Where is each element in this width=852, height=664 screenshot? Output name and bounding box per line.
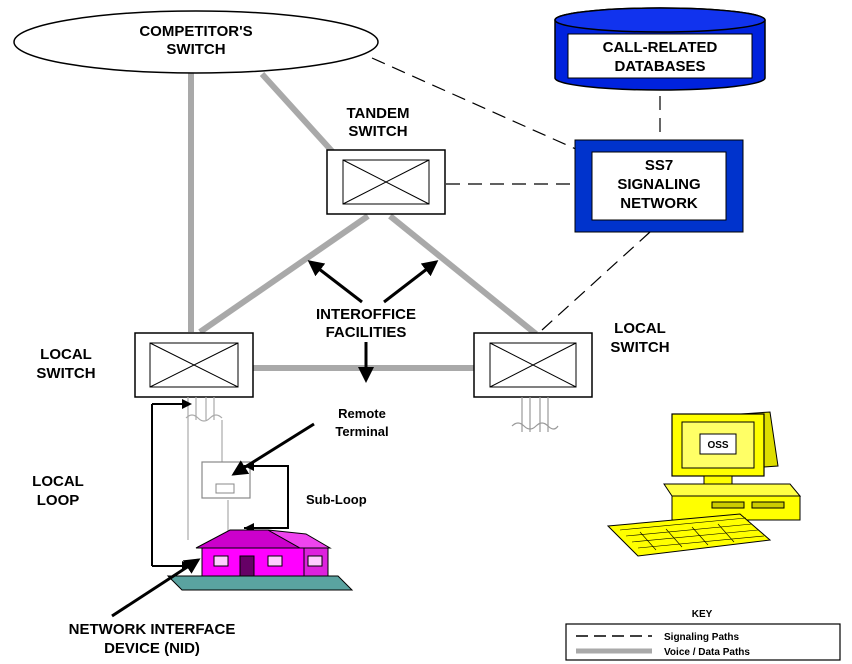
interoffice-facilities: INTEROFFICE FACILITIES — [307, 260, 439, 383]
sub-loop: Sub-Loop — [244, 461, 367, 533]
oss-drive-1 — [711, 501, 745, 509]
path-competitor-to-tandem — [259, 71, 343, 163]
remote-terminal-label-2: Terminal — [335, 424, 388, 439]
local-loop-label-2: LOOP — [37, 492, 80, 509]
local-switch-right-label-2: SWITCH — [610, 339, 669, 356]
legend-signaling-label: Signaling Paths — [664, 632, 739, 643]
signal-competitor-to-ss7 — [371, 57, 579, 151]
arrow-left-up — [307, 260, 363, 304]
competitor-switch: COMPETITOR'S SWITCH — [13, 10, 379, 74]
oss-computer: OSS — [606, 411, 802, 557]
path-tandem-to-local-left — [198, 213, 370, 335]
oss-drive-2 — [751, 501, 785, 509]
local-loop-label-1: LOCAL — [32, 473, 84, 490]
database-label-1: CALL-RELATED — [603, 39, 718, 56]
nid-label-1: NETWORK INTERFACE — [69, 621, 236, 638]
interoffice-label-2: FACILITIES — [326, 324, 407, 341]
oss-screen-label-box — [699, 433, 737, 455]
house — [166, 529, 354, 591]
interoffice-label-1: INTEROFFICE — [316, 306, 416, 323]
house-door — [239, 555, 255, 577]
sub-loop-bracket — [244, 465, 289, 529]
oss-label: OSS — [707, 440, 728, 451]
nid: NETWORK INTERFACE DEVICE (NID) — [69, 558, 236, 657]
local-switch-left: LOCAL SWITCH — [36, 332, 254, 398]
tandem-switch-label-1: TANDEM — [346, 105, 409, 122]
database-top — [554, 7, 766, 33]
local-loop: LOCAL LOOP — [32, 399, 192, 571]
tandem-switch: TANDEM SWITCH — [326, 105, 446, 215]
path-tandem-to-local-right — [388, 213, 538, 337]
ss7-label-1: SS7 — [645, 157, 673, 174]
tandem-switch-label-2: SWITCH — [348, 123, 407, 140]
ss7-inner — [591, 151, 727, 221]
house-window-3 — [307, 555, 323, 567]
legend-box — [565, 623, 841, 661]
competitor-switch-label-2: SWITCH — [166, 41, 225, 58]
legend: KEY Signaling Paths Voice / Data Paths — [565, 609, 841, 661]
tandem-switch-x2 — [342, 159, 430, 205]
local-switch-left-label-2: SWITCH — [36, 365, 95, 382]
database-label-panel — [567, 33, 753, 79]
house-window-1 — [213, 555, 229, 567]
local-switch-right-label-1: LOCAL — [614, 320, 666, 337]
signal-ss7-to-local-right — [541, 231, 651, 331]
remote-terminal: Remote Terminal — [201, 406, 389, 499]
oss-keyboard — [606, 513, 772, 557]
ss7-label-3: NETWORK — [620, 195, 698, 212]
nid-arrow — [111, 558, 201, 618]
local-switch-left-x2 — [149, 342, 239, 388]
nid-label-2: DEVICE (NID) — [104, 640, 200, 657]
oss-monitor-stand — [703, 475, 733, 485]
legend-voice-label: Voice / Data Paths — [664, 647, 750, 658]
local-switch-right-x2 — [489, 342, 577, 388]
call-related-databases: CALL-RELATED DATABASES — [554, 7, 766, 91]
local-loop-cables — [185, 397, 229, 540]
arrow-right-up — [383, 260, 439, 304]
competitor-switch-label-1: COMPETITOR'S — [139, 23, 252, 40]
local-switch-right-cables — [511, 397, 559, 432]
local-switch-right: LOCAL SWITCH — [473, 320, 670, 432]
ss7-signaling-network: SS7 SIGNALING NETWORK — [574, 139, 744, 233]
oss-base-top — [663, 483, 802, 497]
ss7-label-2: SIGNALING — [617, 176, 700, 193]
house-ground — [166, 575, 354, 591]
oss-keyboard-keys — [619, 517, 765, 551]
remote-terminal-label-1: Remote — [338, 406, 386, 421]
sub-loop-label: Sub-Loop — [306, 492, 367, 507]
remote-terminal-slot — [215, 483, 235, 494]
legend-title: KEY — [692, 609, 713, 620]
house-roof-side — [267, 529, 332, 549]
competitor-switch-ellipse — [13, 10, 379, 74]
house-window-2 — [267, 555, 283, 567]
local-switch-left-label-1: LOCAL — [40, 346, 92, 363]
database-label-2: DATABASES — [614, 58, 705, 75]
signaling-paths — [371, 57, 661, 331]
